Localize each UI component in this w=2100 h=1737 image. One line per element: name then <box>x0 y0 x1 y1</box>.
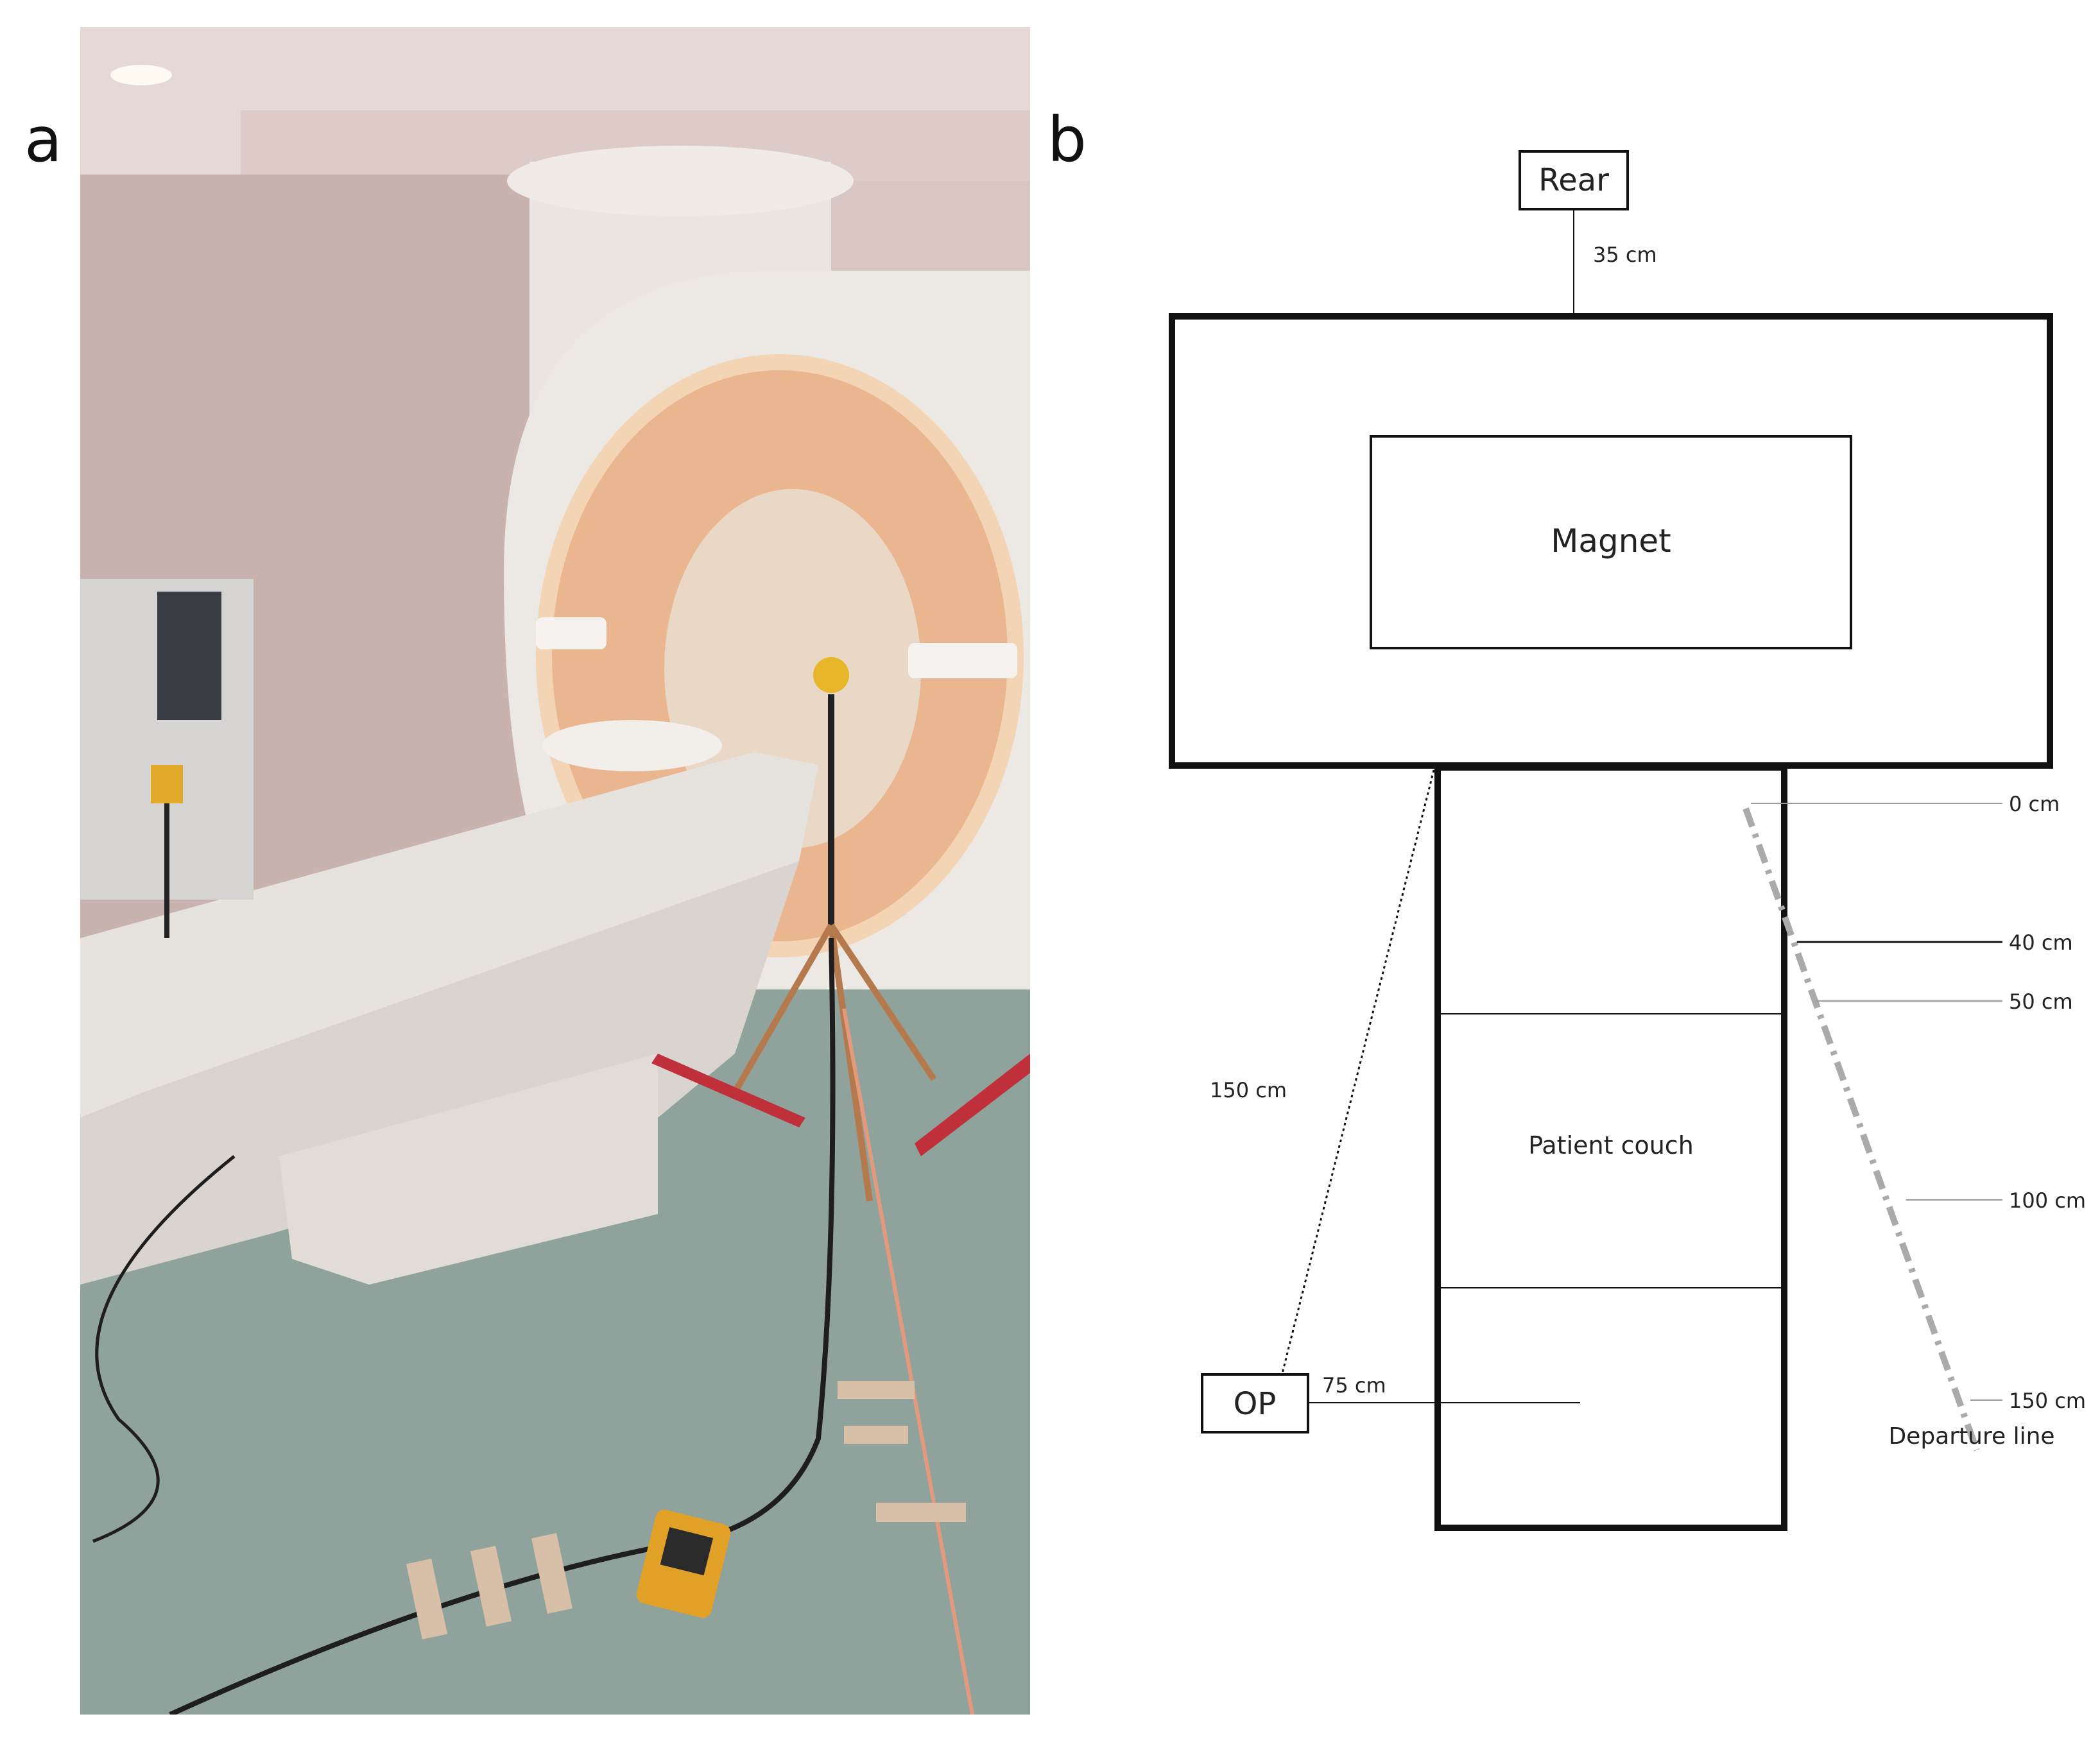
magnet-box <box>1370 435 1852 649</box>
op-horizontal-distance: 75 cm <box>1322 1373 1386 1398</box>
departure-line-label: Departure line <box>1888 1423 2054 1450</box>
tick-label-50: 50 cm <box>2009 989 2073 1014</box>
patient-couch <box>1434 764 1787 1531</box>
departure-line <box>1743 807 1980 1451</box>
tick-label-40: 40 cm <box>2009 930 2073 955</box>
op-label: OP <box>1234 1386 1277 1422</box>
tick-label-150: 150 cm <box>2009 1389 2086 1413</box>
measurement-layout-diagram: Rear 35 cm Magnet Patient couch OP 75 cm… <box>1169 150 2086 1531</box>
mri-room-photo <box>80 27 1030 1715</box>
op-diagonal-line <box>1281 769 1435 1374</box>
op-box <box>1201 1373 1309 1433</box>
patient-couch-label: Patient couch <box>1528 1131 1694 1159</box>
magnet-label: Magnet <box>1551 522 1671 560</box>
rear-distance-label: 35 cm <box>1593 243 1657 267</box>
tick-label-0: 0 cm <box>2009 792 2060 816</box>
op-diagonal-distance: 150 cm <box>1210 1078 1287 1102</box>
rear-label: Rear <box>1538 162 1609 198</box>
panel-label-b: b <box>1047 104 1087 176</box>
tick-label-100: 100 cm <box>2009 1188 2086 1213</box>
panel-label-a: a <box>24 104 62 176</box>
